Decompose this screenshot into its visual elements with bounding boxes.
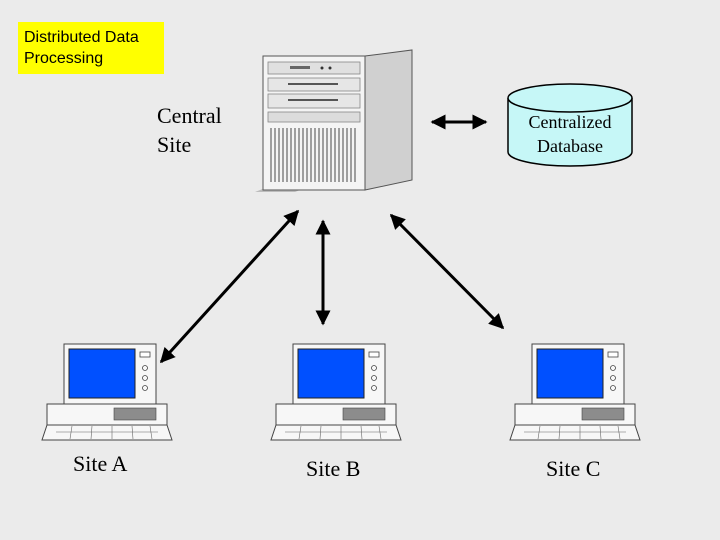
server-icon <box>255 49 413 192</box>
title-line-2: Processing <box>24 50 104 67</box>
central-site-label: Central Site <box>157 101 222 159</box>
computer-a-icon <box>41 343 173 441</box>
central-site-line-1: Central <box>157 103 222 128</box>
arrow-server-site-c <box>389 213 505 330</box>
database-line-2: Database <box>537 136 603 156</box>
database-line-1: Centralized <box>528 112 612 132</box>
site-a-label: Site A <box>73 451 128 476</box>
arrow-server-site-a <box>159 209 300 364</box>
title-box: Distributed Data Processing <box>18 22 164 74</box>
title-line-1: Distributed Data <box>24 29 139 46</box>
database-label: Centralized Database <box>508 110 632 158</box>
site-c-label: Site C <box>546 456 601 481</box>
central-site-line-2: Site <box>157 132 192 157</box>
computer-b-icon <box>270 343 402 441</box>
database-icon <box>507 83 633 167</box>
site-b-label: Site B <box>306 456 361 481</box>
computer-c-icon <box>509 343 641 441</box>
